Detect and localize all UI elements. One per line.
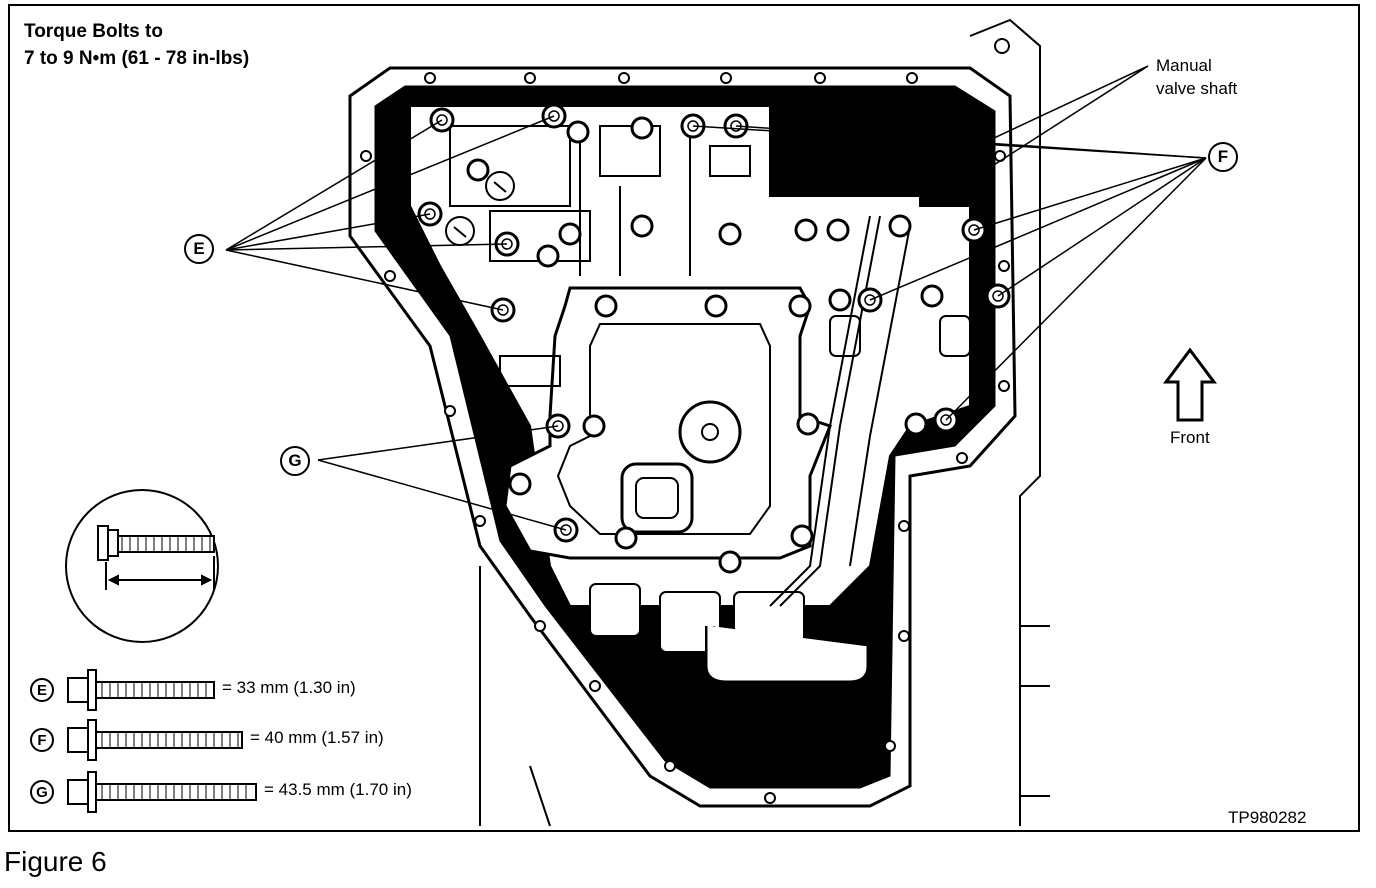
bolt-spec-g — [67, 771, 257, 813]
callout-g: G — [280, 446, 310, 476]
strainer-port — [620, 462, 694, 534]
bolt-spec-e — [67, 669, 215, 711]
manual-valve-shaft-line1: Manual — [1156, 56, 1212, 75]
pan-flange-holes — [360, 38, 1010, 804]
spec-e-text: = 33 mm (1.30 in) — [222, 678, 356, 697]
figure-code: TP980282 — [1228, 808, 1307, 827]
spec-g-letter: G — [30, 780, 54, 804]
bolt-measure-inset — [65, 489, 219, 643]
torque-title-line2: 7 to 9 N•m (61 - 78 in-lbs) — [24, 48, 250, 69]
leader-lines — [225, 65, 1207, 531]
torque-title: Torque Bolts to 7 to 9 N•m (61 - 78 in-l… — [24, 18, 249, 72]
valve-body-detail — [445, 125, 971, 387]
bolt-spec-f — [67, 719, 243, 761]
cover-plate — [503, 286, 832, 560]
torque-title-line1: Torque Bolts to — [24, 21, 163, 42]
spec-f-text: = 40 mm (1.57 in) — [250, 728, 384, 747]
figure-caption: Figure 6 — [4, 846, 107, 877]
diagram-frame: Torque Bolts to 7 to 9 N•m (61 - 78 in-l… — [8, 4, 1360, 832]
solenoid-blocks — [589, 583, 869, 683]
up-arrow-icon — [1163, 347, 1217, 422]
front-label: Front — [1170, 428, 1210, 447]
manual-valve-shaft-label: Manual valve shaft — [1156, 54, 1237, 100]
diagram-art — [65, 18, 1217, 827]
bolts-other — [466, 116, 944, 574]
callout-f: F — [1208, 142, 1238, 172]
transmission-case — [479, 18, 1050, 827]
spec-g-text: = 43.5 mm (1.70 in) — [264, 780, 412, 799]
callout-e: E — [184, 234, 214, 264]
spec-e-letter: E — [30, 678, 54, 702]
manual-valve-shaft-line2: valve shaft — [1156, 79, 1238, 98]
spec-f-letter: F — [30, 728, 54, 752]
